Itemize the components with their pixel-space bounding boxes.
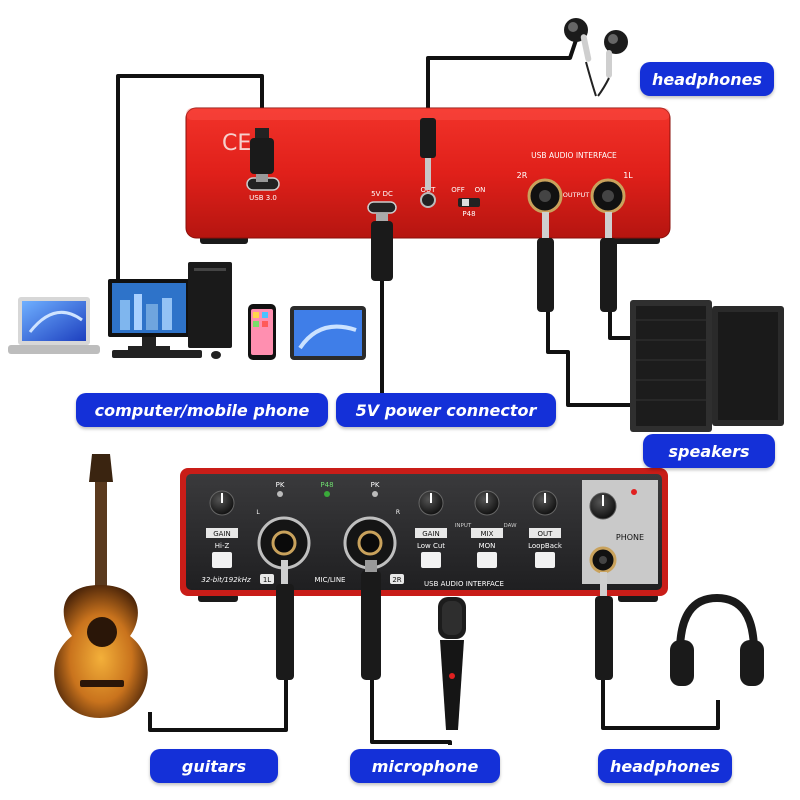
loopback-label: LoopBack [528, 542, 563, 550]
switch-label: P48 [462, 210, 475, 218]
pc-tower-icon [188, 262, 232, 348]
mon-label: MON [479, 542, 496, 550]
keyboard-icon [112, 350, 202, 358]
phone-icon [248, 304, 276, 360]
computer-mobile-label: computer/mobile phone [76, 393, 328, 427]
daw-label: DAW [503, 523, 517, 529]
tablet-icon [290, 306, 366, 360]
p48-label: P48 [320, 481, 333, 489]
loopback-button[interactable] [535, 552, 555, 568]
cables [116, 33, 720, 745]
headphone-cable-bottom [601, 678, 720, 730]
input-label: INPUT [455, 523, 472, 529]
output-right-label: 2R [517, 171, 528, 180]
speakers-icon [630, 300, 784, 432]
hiz-label: Hi-Z [215, 542, 230, 550]
phone-led [631, 489, 637, 495]
switch-off-label: OFF [451, 186, 465, 194]
front-title: USB AUDIO INTERFACE [424, 580, 504, 588]
mix-label: MIX [481, 530, 494, 538]
speaker-cable-right [546, 312, 632, 407]
switch-on-label: ON [475, 186, 486, 194]
pk-right-label: PK [371, 481, 380, 489]
headphones-icon [670, 593, 764, 686]
rear-panel: CE USB 3.0 5V DC OUT OFF ON P48 USB AUDI… [185, 107, 671, 312]
knob-left-tag: L [256, 509, 260, 516]
out-label: OUT [538, 530, 554, 538]
mon-button[interactable] [477, 552, 497, 568]
dc-port[interactable] [367, 201, 397, 214]
output-label: OUTPUT [563, 191, 590, 199]
micline-label: MIC/LINE [315, 576, 346, 584]
headphones-bottom-label: headphones [598, 749, 732, 783]
guitars-label: guitars [150, 749, 278, 783]
pk-left-led [277, 491, 283, 497]
p48-led [324, 491, 330, 497]
phone-label: PHONE [616, 533, 644, 542]
speakers-label: speakers [643, 434, 775, 468]
ce-mark: CE [222, 131, 251, 156]
gain-mid-label: GAIN [422, 530, 440, 538]
front-panel: PK P48 PK L GAIN Hi-Z R GAIN Low Cut INP… [180, 468, 668, 602]
knob-right-tag: R [396, 509, 400, 516]
monitor-icon [108, 279, 190, 350]
usb-port-label: USB 3.0 [249, 194, 277, 202]
rear-title: USB AUDIO INTERFACE [531, 151, 617, 160]
power-connector-label: 5V power connector [336, 393, 556, 427]
pk-left-label: PK [276, 481, 285, 489]
devices-group [8, 262, 366, 360]
guitar-cable [148, 678, 288, 732]
lowcut-button[interactable] [421, 552, 441, 568]
laptop-icon [8, 297, 100, 354]
lowcut-label: Low Cut [417, 542, 445, 550]
gain-left-label: GAIN [213, 530, 231, 538]
ch1-label: 1L [263, 576, 271, 584]
headphone-cable-top [426, 33, 580, 118]
mouse-icon [211, 351, 221, 359]
earphones-icon [564, 18, 628, 97]
headphones-top-label: headphones [640, 62, 774, 96]
output-left-label: 1L [623, 171, 633, 180]
pk-right-led [372, 491, 378, 497]
microphone-icon [438, 597, 466, 730]
headphone-out-jack[interactable] [420, 192, 436, 208]
ch2-label: 2R [392, 576, 401, 584]
dc-port-label: 5V DC [371, 190, 393, 198]
hiz-button[interactable] [212, 552, 232, 568]
guitar-icon [54, 454, 148, 718]
mic-cable [370, 680, 452, 745]
usb-cable [116, 74, 264, 290]
front-plugs [276, 560, 613, 680]
spec-label: 32-bit/192kHz [201, 576, 251, 584]
microphone-label: microphone [350, 749, 500, 783]
